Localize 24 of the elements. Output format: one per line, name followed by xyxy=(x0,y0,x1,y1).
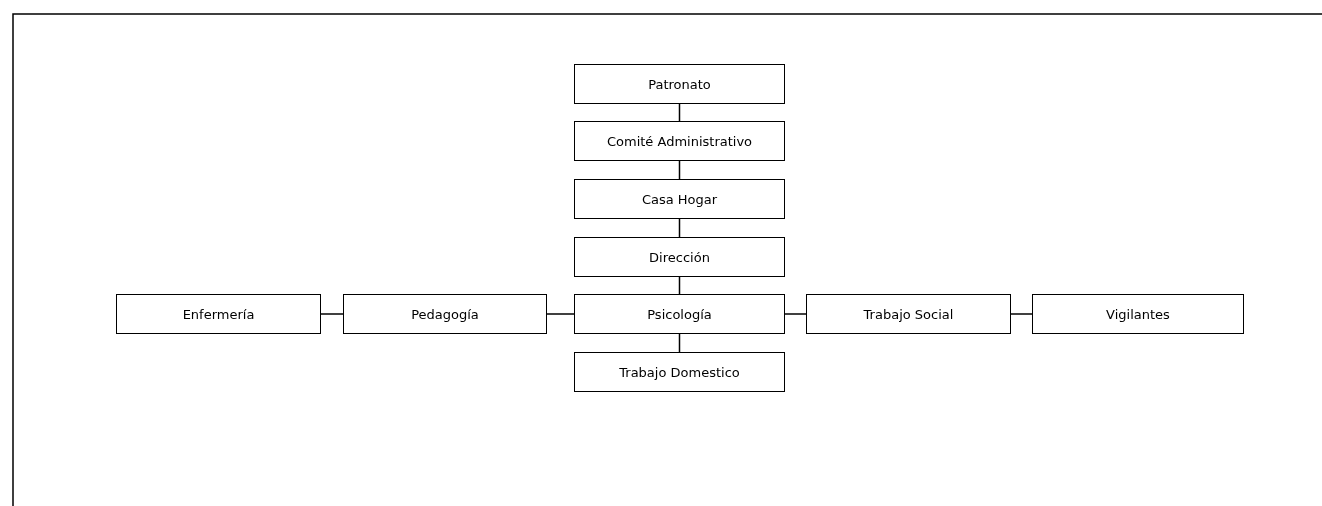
box-label: Patronato xyxy=(648,76,711,92)
org-box xyxy=(806,294,1011,334)
box-label: Casa Hogar xyxy=(641,191,718,207)
org-box xyxy=(574,179,785,219)
box-label: Comité Administrativo xyxy=(606,133,753,149)
org-box xyxy=(574,352,785,392)
box-label: Psicología xyxy=(647,306,712,322)
org-box xyxy=(574,294,785,334)
box-label: Dirección xyxy=(649,249,710,265)
org-box xyxy=(574,121,785,161)
box-label: Pedagogía xyxy=(411,306,479,322)
org-box xyxy=(343,294,547,334)
org-box xyxy=(1032,294,1244,334)
box-label: Trabajo Domestico xyxy=(619,364,740,380)
connector-line xyxy=(1010,313,1033,315)
org-box xyxy=(116,294,321,334)
connector-line xyxy=(784,313,807,315)
connector-line xyxy=(320,313,344,315)
box-label: Enfermería xyxy=(182,306,255,322)
org-box xyxy=(574,237,785,277)
box-label: Vigilantes xyxy=(1106,306,1170,322)
connector-line xyxy=(546,313,575,315)
org-box xyxy=(574,64,785,104)
box-label: Trabajo Social xyxy=(863,306,954,322)
